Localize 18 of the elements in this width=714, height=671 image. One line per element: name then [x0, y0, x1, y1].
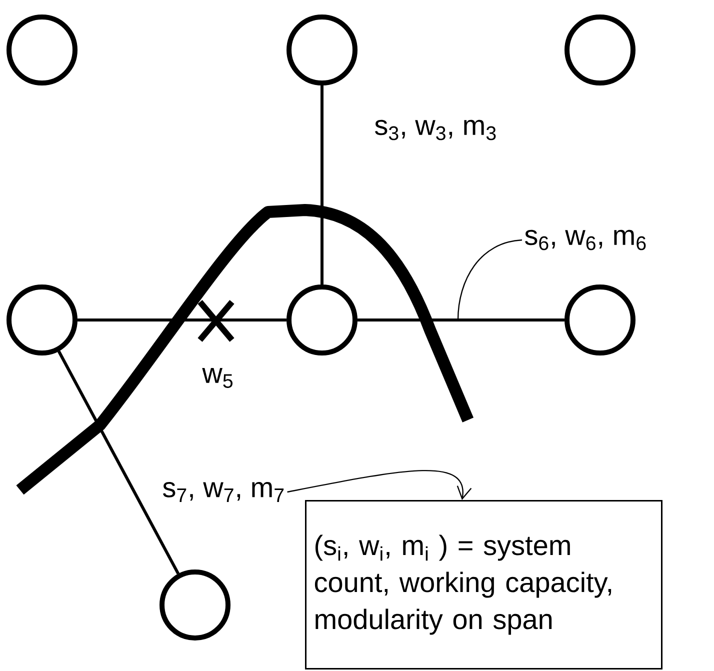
legend-box: (s$_{i}$, w$_{i}$, m$_{i}$ ) = system count, working capacity, modularity on span [305, 500, 662, 670]
connector-line [320, 86, 324, 284]
node-circle [286, 284, 358, 356]
leader-arrow [287, 470, 472, 500]
connector-line [57, 350, 180, 574]
edge-label: s$_{6}$, w$_{6}$, m$_{6}$ [525, 230, 646, 250]
node-circle [286, 14, 358, 86]
node-circle [564, 284, 636, 356]
connector-line [78, 318, 286, 322]
node-circle [6, 284, 78, 356]
edge-label: w$_{5}$ [200, 366, 236, 390]
node-circle [6, 14, 78, 86]
leader-line [457, 239, 522, 320]
node-circle [564, 14, 636, 86]
edge-label: s$_{7}$, w$_{7}$, m$_{7}$ [163, 482, 284, 502]
edge-label: s$_{3}$, w$_{3}$, m$_{3}$ [372, 118, 500, 142]
node-circle [160, 570, 230, 640]
connector-line [358, 318, 564, 322]
